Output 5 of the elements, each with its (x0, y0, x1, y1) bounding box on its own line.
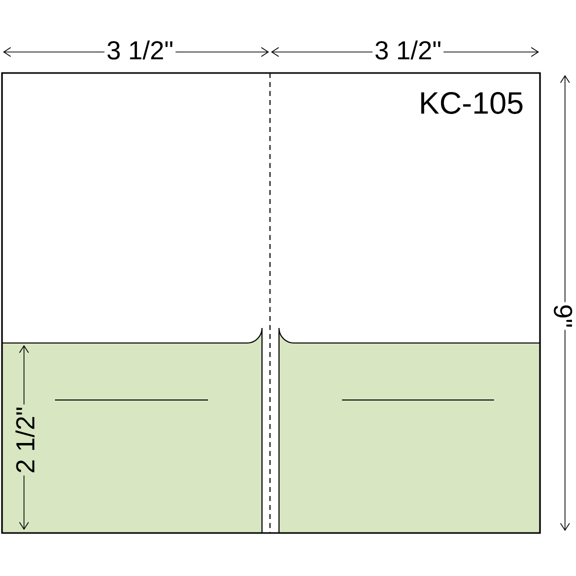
dimension-label: 3 1/2" (372, 38, 444, 62)
dimension-label: 3 1/2" (104, 38, 176, 62)
model-number: KC-105 (421, 92, 522, 114)
dimension-label: 9" (552, 302, 574, 330)
dimension-label: 2 1/2" (13, 404, 37, 476)
